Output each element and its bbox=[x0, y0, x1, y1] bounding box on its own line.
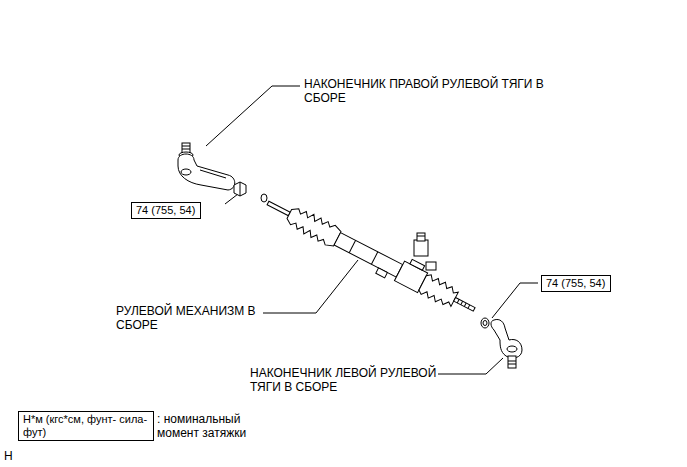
tie-rod-end bbox=[491, 319, 522, 368]
leader-line bbox=[225, 194, 238, 204]
part-name: НАКОНЕЧНИК ЛЕВОЙ РУЛЕВОЙ ТЯГИ В СБОРЕ bbox=[250, 366, 436, 394]
torque-value: 74 (755, 54) bbox=[546, 277, 605, 290]
part-name: НАКОНЕЧНИК ПРАВОЙ РУЛЕВОЙ ТЯГИ В СБОРЕ bbox=[304, 77, 544, 105]
part-name: НАКОНЕЧНИК ЛЕВОЙ РУЛЕВОЙ ТЯГИ В СБОРЕ bbox=[250, 366, 465, 394]
torque-box: 74 (755, 54) bbox=[131, 202, 201, 219]
pinion bbox=[414, 233, 436, 270]
legend-note: : номинальный момент затяжки bbox=[157, 412, 267, 440]
part-name: РУЛЕВОЙ МЕХАНИЗМ В СБОРЕ bbox=[116, 304, 266, 332]
nut bbox=[234, 182, 246, 196]
nut bbox=[481, 318, 489, 328]
washer bbox=[261, 194, 267, 202]
part-name: РУЛЕВОЙ МЕХАНИЗМ В СБОРЕ bbox=[116, 304, 256, 332]
torque-box: 74 (755, 54) bbox=[541, 275, 611, 292]
unit-text: Н*м (кгс*см, фунт- сила-фут) bbox=[23, 413, 149, 439]
leader-line bbox=[492, 283, 538, 318]
leader-line bbox=[263, 260, 358, 313]
leader-line bbox=[438, 358, 503, 374]
figure-code: H bbox=[4, 449, 13, 463]
torque-value: 74 (755, 54) bbox=[136, 204, 195, 217]
figure-code: H bbox=[4, 449, 24, 463]
legend-note: : номинальный момент затяжки bbox=[157, 412, 246, 440]
leader-line bbox=[206, 86, 300, 146]
unit-box: Н*м (кгс*см, фунт- сила-фут) bbox=[18, 411, 154, 441]
steering-gear bbox=[262, 189, 481, 321]
part-name: НАКОНЕЧНИК ПРАВОЙ РУЛЕВОЙ ТЯГИ В СБОРЕ bbox=[304, 77, 544, 105]
tie-rod-end bbox=[178, 143, 235, 190]
